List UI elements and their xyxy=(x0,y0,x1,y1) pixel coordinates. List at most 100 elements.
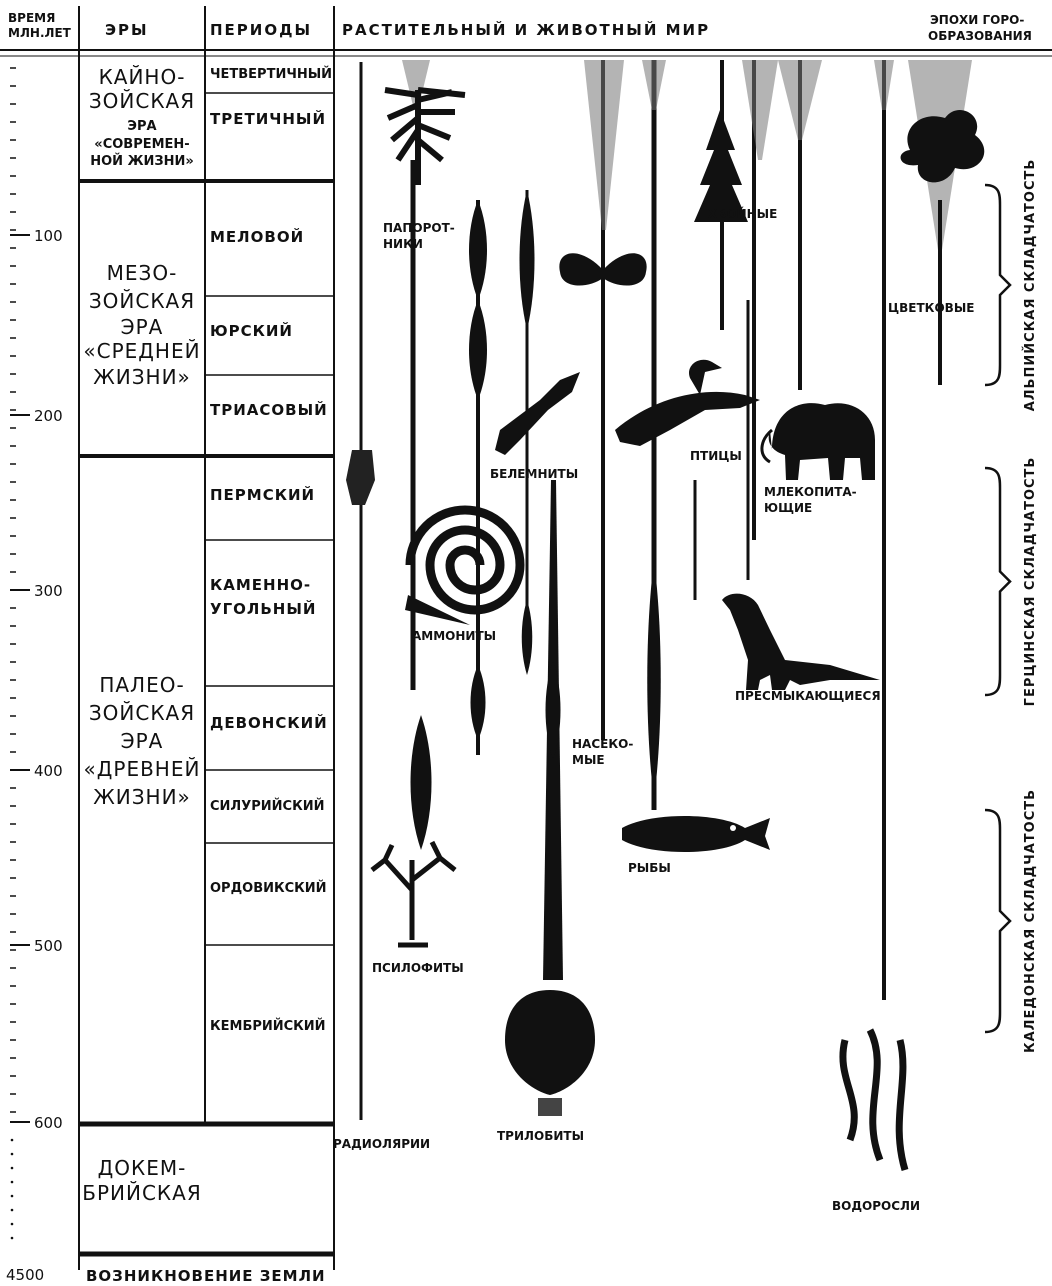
conifer-figure xyxy=(694,110,748,222)
belemnite-figure xyxy=(495,372,580,455)
precambrian-dot xyxy=(11,1139,14,1142)
period-label-0: ЧЕТВЕРТИЧНЫЙ xyxy=(210,66,332,82)
periods-column: ЧЕТВЕРТИЧНЫЙТРЕТИЧНЫЙМЕЛОВОЙЮРСКИЙТРИАСО… xyxy=(210,66,332,1034)
precambrian-dot xyxy=(11,1223,14,1226)
mammoth-figure xyxy=(769,403,875,480)
period-label-8: СИЛУРИЙСКИЙ xyxy=(210,798,324,814)
label-psilophytes: ПСИЛОФИТЫ xyxy=(372,961,464,975)
ammonites-spindle-3 xyxy=(471,665,486,740)
era-2-line-2: ЭРА xyxy=(121,729,164,753)
tick-label-400: 400 xyxy=(34,762,63,780)
precambrian-dot xyxy=(11,1237,14,1240)
belemnites-spindle-2 xyxy=(522,600,533,675)
flowering-range xyxy=(938,200,942,385)
orogeny-column: АЛЬПИЙСКАЯ СКЛАДЧАТОСТЬ ГЕРЦИНСКАЯ СКЛАДЧ… xyxy=(985,159,1038,1053)
psilophyte-figure xyxy=(372,842,455,945)
era-2-line-4: ЖИЗНИ» xyxy=(93,785,191,809)
period-label-3: ЮРСКИЙ xyxy=(210,321,293,340)
time-header-line1: ВРЕМЯ xyxy=(8,11,55,25)
orogeny-brace-2 xyxy=(985,810,1010,1032)
fish-eye xyxy=(730,825,736,831)
conifers-range-2 xyxy=(747,300,750,580)
precambrian-dot xyxy=(11,1153,14,1156)
orogeny-brace-0 xyxy=(985,185,1010,385)
tick-label-500: 500 xyxy=(34,937,63,955)
period-label-1: ТРЕТИЧНЫЙ xyxy=(210,109,326,128)
era-0-line-0: КАЙНО- xyxy=(99,65,186,89)
label-flowering: ЦВЕТКОВЫЕ xyxy=(888,301,974,315)
period-label-5: ПЕРМСКИЙ xyxy=(210,485,315,504)
earth-origin-label: ВОЗНИКНОВЕНИЕ ЗЕМЛИ xyxy=(86,1267,326,1285)
bird-head xyxy=(689,360,722,395)
era-2-line-3: «ДРЕВНЕЙ xyxy=(84,757,201,781)
orogeny-header-line1: ЭПОХИ ГОРО- xyxy=(930,13,1024,27)
period-label-6: УГОЛЬНЫЙ xyxy=(210,599,316,618)
mammals-fade xyxy=(742,60,778,160)
label-insects: НАСЕКО- xyxy=(572,737,633,751)
belemnites-spindle xyxy=(520,190,535,330)
tick-label-100: 100 xyxy=(34,227,63,245)
ammonites-spindle-1 xyxy=(469,200,487,300)
era-2-line-1: ЗОЙСКАЯ xyxy=(89,701,195,725)
label-ammonites: АММОНИТЫ xyxy=(412,629,496,643)
precambrian-dot xyxy=(11,1167,14,1170)
ammonite-figure xyxy=(410,510,520,610)
trilobite-figure xyxy=(505,990,595,1095)
label-mammals: МЛЕКОПИТА- xyxy=(764,485,857,499)
precambrian-dot xyxy=(11,1209,14,1212)
era-1-line-1: ЗОЙСКАЯ xyxy=(89,289,195,313)
reptiles-fade xyxy=(778,60,822,140)
era-2-line-0: ПАЛЕО- xyxy=(99,673,184,697)
trilobite-tail xyxy=(538,1098,562,1116)
life-header: РАСТИТЕЛЬНЫЙ И ЖИВОТНЫЙ МИР xyxy=(342,20,710,39)
label-mammals: ЮЩИЕ xyxy=(764,501,812,515)
algae-figure xyxy=(843,1030,905,1170)
era-1-line-4: ЖИЗНИ» xyxy=(93,365,191,389)
era-0-line-2: ЭРА xyxy=(127,119,156,134)
era-1-line-0: МЕЗО- xyxy=(107,261,178,285)
label-algae: ВОДОРОСЛИ xyxy=(832,1199,920,1213)
tick-label-4500: 4500 xyxy=(6,1266,44,1284)
era-1-line-2: ЭРА xyxy=(121,315,164,339)
label-belemnites: БЕЛЕМНИТЫ xyxy=(490,467,578,481)
period-label-9: ОРДОВИКСКИЙ xyxy=(210,880,327,896)
orogeny-header-line2: ОБРАЗОВАНИЯ xyxy=(928,29,1032,43)
eras-header: ЭРЫ xyxy=(105,21,149,39)
precambrian-dot xyxy=(11,1181,14,1184)
ammonites-spindle-2 xyxy=(469,300,487,400)
orogeny-label-1: ГЕРЦИНСКАЯ СКЛАДЧАТОСТЬ xyxy=(1023,457,1038,707)
orogeny-brace-1 xyxy=(985,468,1010,695)
orogeny-label-0: АЛЬПИЙСКАЯ СКЛАДЧАТОСТЬ xyxy=(1022,159,1038,412)
algae-fade xyxy=(874,60,894,110)
period-label-10: КЕМБРИЙСКИЙ xyxy=(210,1018,326,1034)
label-birds: ПТИЦЫ xyxy=(690,449,742,463)
orogeny-label-2: КАЛЕДОНСКАЯ СКЛАДЧАТОСТЬ xyxy=(1023,789,1038,1053)
periods-header: ПЕРИОДЫ xyxy=(210,21,312,39)
era-0-line-3: «СОВРЕМЕН- xyxy=(94,137,189,152)
tick-label-300: 300 xyxy=(34,582,63,600)
era-3-line-1: БРИЙСКАЯ xyxy=(82,1181,201,1205)
tick-label-600: 600 xyxy=(34,1114,63,1132)
psilophytes-range xyxy=(411,715,432,850)
label-fish: РЫБЫ xyxy=(628,861,671,875)
label-ferns: ПАПОРОТ- xyxy=(383,221,455,235)
era-0-line-4: НОЙ ЖИЗНИ» xyxy=(90,153,194,169)
label-insects: МЫЕ xyxy=(572,753,605,767)
insects-fade xyxy=(584,60,624,230)
birds-range xyxy=(694,480,697,600)
label-conifers: ХВОЙНЫЕ xyxy=(708,206,777,221)
period-label-4: ТРИАСОВЫЙ xyxy=(210,400,328,419)
precambrian-dot xyxy=(11,1195,14,1198)
fish-figure xyxy=(622,816,770,852)
flowering-figure xyxy=(901,110,985,182)
label-radiolaria: РАДИОЛЯРИИ xyxy=(333,1137,430,1151)
radiolaria-range xyxy=(360,62,363,1120)
time-header-line2: МЛН.ЛЕТ xyxy=(8,26,72,40)
radiolarian-figure xyxy=(346,450,375,505)
fern-figure xyxy=(385,90,465,185)
bird-figure xyxy=(615,392,760,446)
period-label-6: КАМЕННО- xyxy=(210,576,311,594)
era-1-line-3: «СРЕДНЕЙ xyxy=(83,339,200,363)
